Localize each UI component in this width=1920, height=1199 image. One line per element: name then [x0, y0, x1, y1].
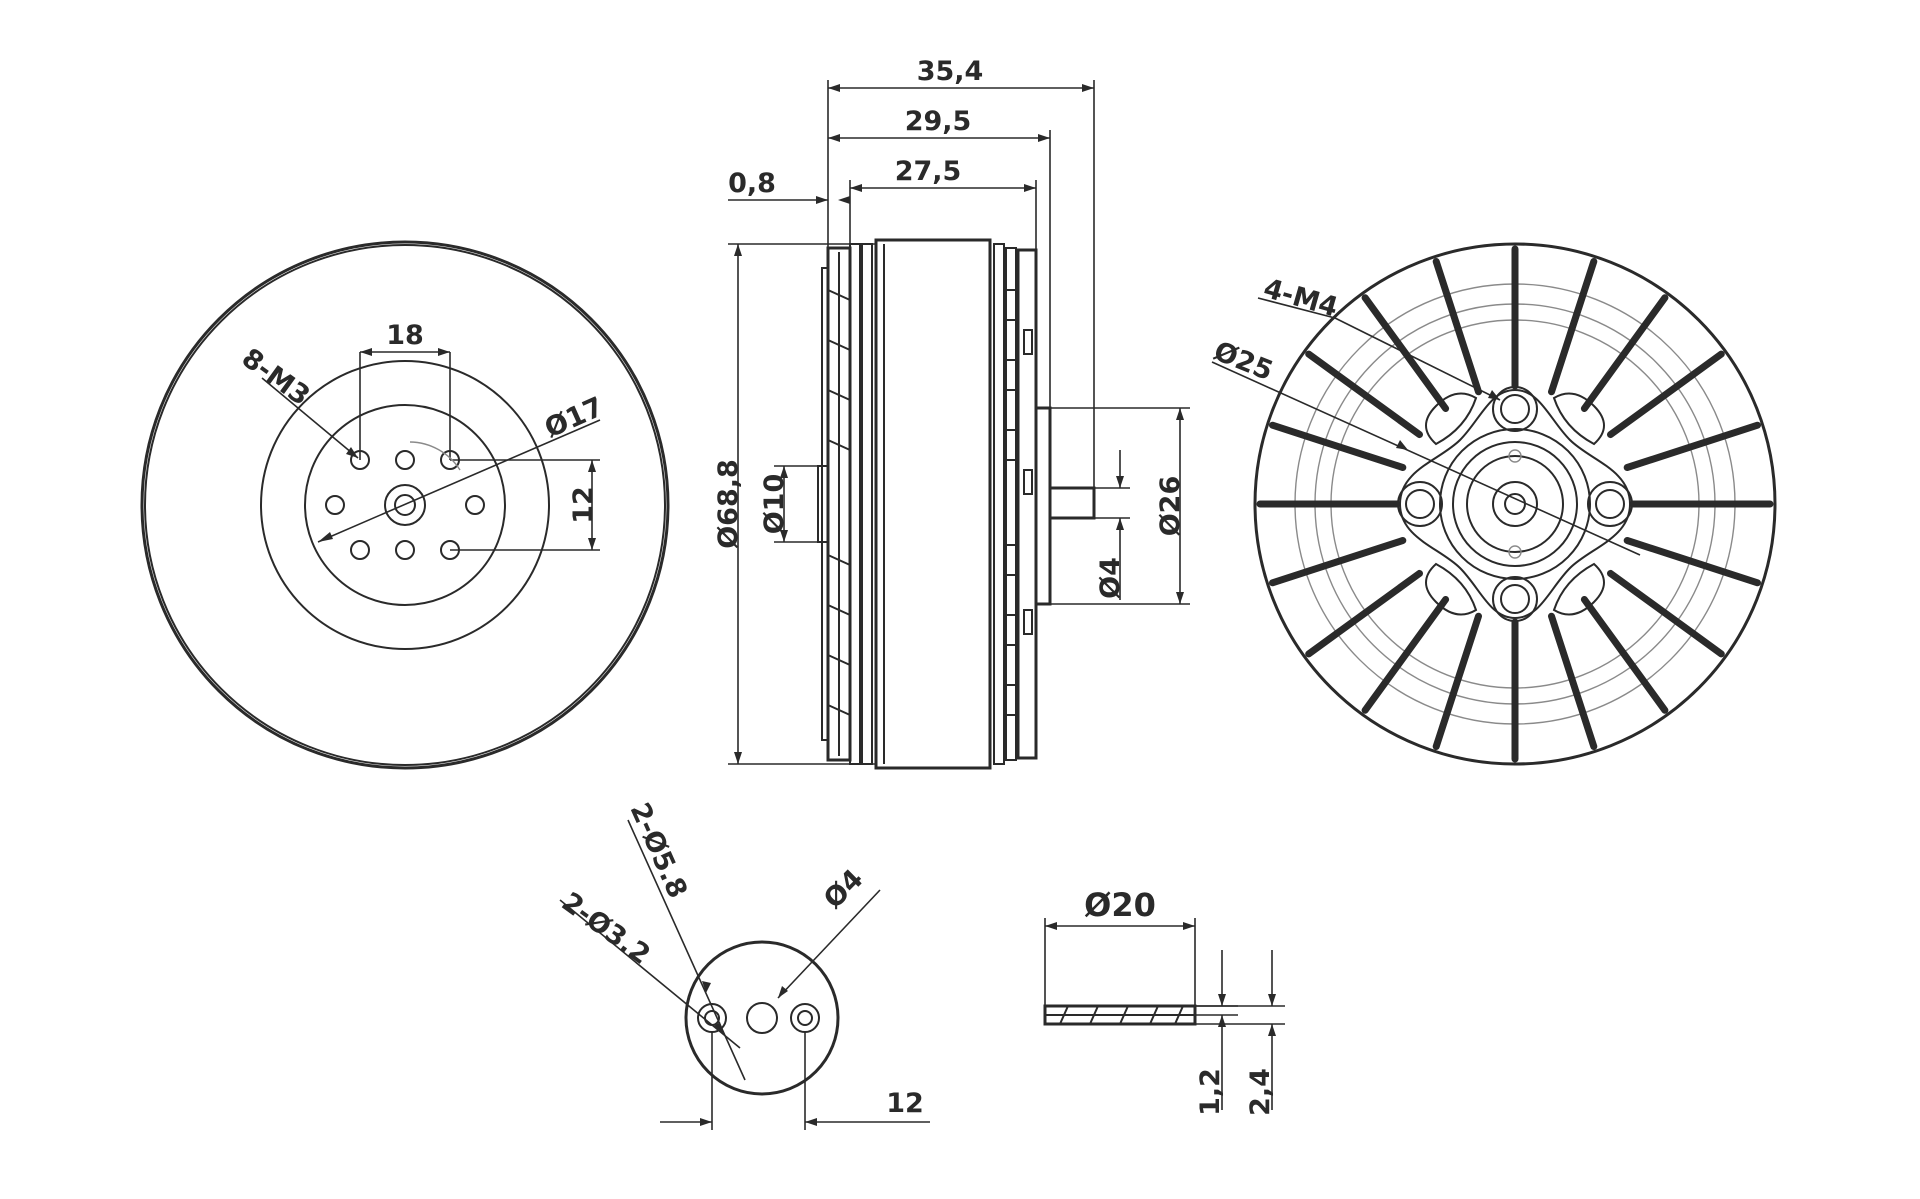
side-rear-ring — [1016, 248, 1038, 760]
adapter-large-holes-label: 2-Ø5.8 — [624, 798, 693, 903]
adapter-view: 12 Ø4 2-Ø5.8 2-Ø3.2 — [556, 798, 930, 1130]
rear-rib — [1623, 537, 1761, 587]
rear-rib — [1305, 569, 1423, 658]
rear-view: 4-M4 Ø25 — [1209, 242, 1777, 766]
adapter-dim-3-2: 2-Ø3.2 — [556, 887, 741, 1049]
adapter-center-label: Ø4 — [818, 864, 869, 915]
rear-hub-ring — [1439, 428, 1591, 580]
front-width-label: 18 — [386, 320, 424, 351]
side-dim-4: Ø4 — [1094, 450, 1130, 600]
side-dim-0-8: 0,8 — [728, 168, 850, 204]
front-inner-ring — [304, 404, 506, 606]
side-rear-slots — [1005, 289, 1033, 716]
washer-diameter-label: Ø20 — [1084, 886, 1156, 924]
side-view: 35,4 29,5 27,5 0,8 — [713, 56, 1190, 770]
adapter-disc — [684, 940, 840, 1096]
side-flange-label: 0,8 — [728, 168, 776, 199]
washer-thin-label: 1,2 — [1195, 1068, 1226, 1116]
side-bell-body — [874, 238, 992, 770]
front-holes-callout: 8-M3 — [236, 343, 359, 459]
rear-rib — [1361, 596, 1450, 714]
side-dim-35-4: 35,4 — [827, 56, 1095, 488]
rear-rib — [1269, 537, 1407, 587]
side-hub-label: Ø26 — [1155, 476, 1186, 537]
washer-dim-20: Ø20 — [1044, 886, 1196, 1006]
adapter-dim-12: 12 — [660, 1032, 930, 1130]
side-flange-fins — [827, 289, 851, 716]
rear-diameter-label: Ø25 — [1209, 336, 1277, 387]
side-shaft — [1048, 486, 1096, 520]
rear-rib — [1548, 612, 1598, 750]
side-body-label: 29,5 — [905, 106, 972, 137]
rear-cross-boss — [1398, 388, 1632, 620]
front-height-label: 12 — [568, 486, 599, 524]
side-boss-label: Ø10 — [759, 474, 790, 535]
rear-rib — [1548, 258, 1598, 396]
front-outer-rim — [140, 240, 670, 770]
rear-rib — [1305, 350, 1423, 439]
side-inner-label: 27,5 — [895, 156, 962, 187]
adapter-small-holes-label: 2-Ø3.2 — [556, 887, 656, 971]
rear-rib — [1607, 569, 1725, 658]
washer-dim-1-2: 1,2 — [1195, 950, 1238, 1116]
side-dim-26: Ø26 — [1050, 407, 1190, 605]
side-outer-diameter-label: Ø68,8 — [713, 459, 744, 549]
washer-view: Ø20 1,2 2,4 — [1043, 886, 1285, 1116]
rear-rib — [1432, 612, 1482, 750]
washer-thick-label: 2,4 — [1245, 1068, 1276, 1116]
washer-hatching — [1059, 1005, 1184, 1025]
side-shaft-label: Ø4 — [1095, 557, 1126, 599]
adapter-dim-4: Ø4 — [777, 864, 881, 999]
rear-outer-rim — [1253, 242, 1777, 766]
front-shaft-bore — [384, 484, 426, 526]
rear-cooling-ribs — [1256, 245, 1774, 763]
side-dim-29-5: 29,5 — [828, 106, 1051, 408]
rear-rib — [1432, 258, 1482, 396]
rear-rib — [1580, 294, 1669, 412]
adapter-spacing-label: 12 — [886, 1088, 924, 1119]
side-hub — [1034, 406, 1052, 606]
rear-rib — [1623, 421, 1761, 471]
rear-rib — [1607, 350, 1725, 439]
rear-holes-label: 4-M4 — [1260, 273, 1341, 324]
front-dim-18: 18 — [359, 320, 451, 460]
front-holes-label: 8-M3 — [236, 343, 315, 413]
front-dim-12: 12 — [450, 459, 600, 551]
adapter-center-hole — [746, 1002, 778, 1034]
adapter-right-hole — [790, 1003, 820, 1033]
side-dim-10: Ø10 — [759, 465, 818, 543]
side-total-label: 35,4 — [917, 56, 984, 87]
side-dim-27-5: 27,5 — [849, 156, 1037, 250]
rear-slot-windows — [1425, 392, 1605, 616]
rear-mount-holes — [1397, 386, 1633, 622]
rear-rib — [1269, 421, 1407, 471]
washer-dim-2-4: 2,4 — [1195, 950, 1285, 1116]
front-mid-ring — [260, 360, 550, 650]
front-view: 18 12 Ø17 8-M3 — [140, 240, 670, 770]
side-dim-68-8: Ø68,8 — [713, 243, 876, 765]
front-diameter-label: Ø17 — [540, 391, 608, 444]
side-front-boss — [817, 465, 829, 543]
rear-rib — [1580, 596, 1669, 714]
